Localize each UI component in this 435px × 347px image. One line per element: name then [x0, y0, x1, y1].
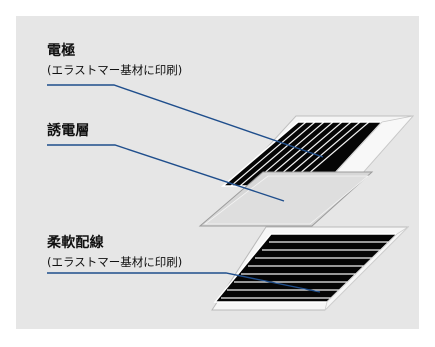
flex-wiring-title: 柔軟配線	[47, 235, 104, 251]
electrode-title: 電極	[47, 43, 76, 59]
flex-wiring-leader-line	[47, 272, 321, 293]
dielectric-title: 誘電層	[47, 123, 90, 139]
dielectric-face	[203, 175, 370, 225]
bottom-wiring-pattern	[213, 233, 399, 303]
layer-stack-diagram: 電極 (エラストマー基材に印刷) 誘電層 柔軟配線 (エラストマー基材に印刷)	[16, 16, 419, 329]
bottom-edge-highlight	[324, 226, 409, 312]
bottom-wiring-layer	[211, 226, 410, 312]
electrode-leader-line	[47, 84, 324, 158]
electrode-subtitle: (エラストマー基材に印刷)	[47, 63, 183, 77]
flex-wiring-subtitle: (エラストマー基材に印刷)	[47, 255, 183, 269]
leader-lines	[47, 84, 324, 293]
bottom-wiring-stripes	[221, 241, 389, 299]
dielectric-leader-line	[47, 144, 285, 202]
exploded-layer-illustration	[47, 84, 415, 312]
dielectric-layer	[198, 171, 374, 227]
